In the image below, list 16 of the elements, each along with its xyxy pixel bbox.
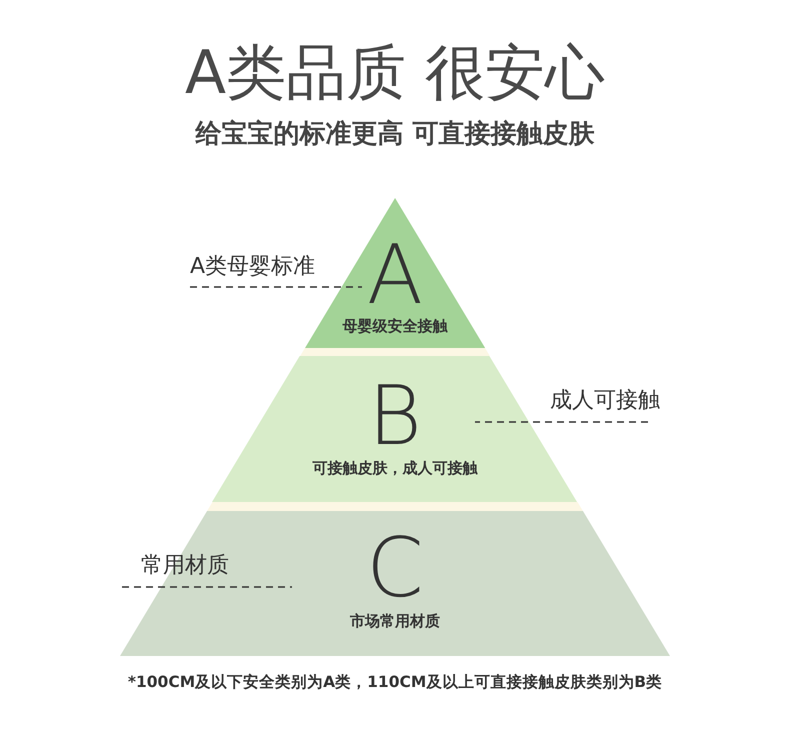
leader-label: A类母婴标准 [190, 253, 316, 281]
footnote: *100CM及以下安全类别为A类，110CM及以上可直接接触皮肤类别为B类 [128, 672, 662, 693]
tier-letter: B [368, 376, 422, 458]
tier-letter: C [366, 528, 424, 610]
subtitle: 给宝宝的标准更高 可直接接触皮肤 [195, 118, 595, 151]
tier-description: 可接触皮肤，成人可接触 [312, 459, 478, 477]
title: A类品质 很安心 [184, 38, 606, 108]
leader-label: 常用材质 [141, 552, 229, 580]
leader-line [122, 586, 292, 588]
tier-description: 母婴级安全接触 [342, 317, 448, 335]
leader-label: 成人可接触 [550, 387, 660, 415]
tier-description: 市场常用材质 [350, 612, 440, 630]
leader-line [474, 421, 648, 423]
tier-letter: A [366, 235, 424, 317]
pyramid-tier [120, 511, 670, 656]
leader-line [190, 286, 362, 288]
